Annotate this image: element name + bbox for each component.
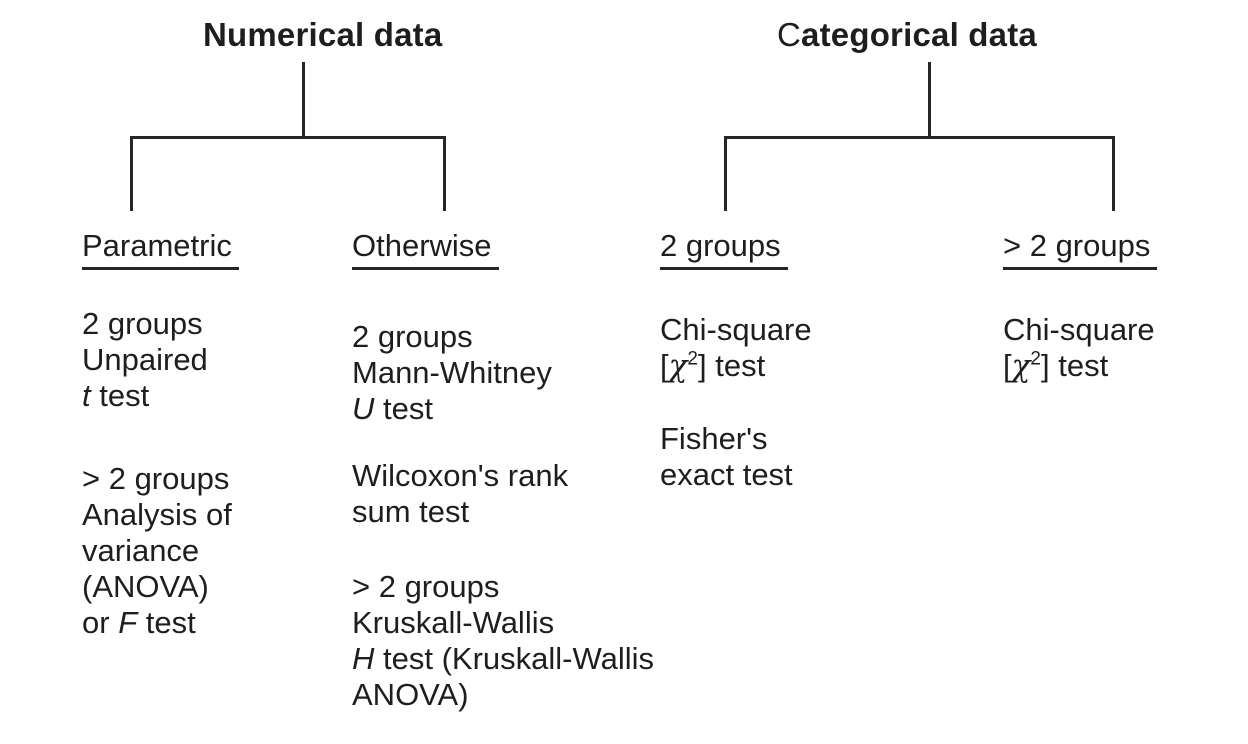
text-line: exact test (660, 457, 793, 492)
numerical-tree-left-drop-line (130, 136, 133, 211)
bracket-open: [ (1003, 348, 1012, 383)
otherwise-more-groups-block: > 2 groups Kruskall-Wallis H test (Krusk… (352, 569, 654, 713)
test-word: test (137, 605, 196, 640)
chi-square-notation-line: [χ2] test (660, 348, 812, 384)
more-groups-header: > 2 groups (1003, 228, 1158, 270)
categorical-tree-stem-line (928, 62, 931, 139)
fishers-exact-block: Fisher's exact test (660, 421, 793, 493)
text-line: > 2 groups (82, 461, 230, 496)
text-line: Fisher's (660, 421, 768, 456)
text-line: Chi-square (660, 312, 812, 347)
chi-symbol: χ (668, 348, 688, 384)
text-line: Chi-square (1003, 312, 1155, 347)
test-prefix: or (82, 605, 119, 640)
categorical-tree-branch-bar (724, 136, 1115, 139)
text-line: sum test (352, 494, 470, 529)
text-line: > 2 groups (352, 569, 500, 604)
text-line: (ANOVA) (82, 569, 209, 604)
two-groups-header: 2 groups (660, 228, 788, 270)
text-line: Analysis of (82, 497, 232, 532)
numerical-tree-right-drop-line (443, 136, 446, 211)
parametric-two-groups-block: 2 groups Unpaired t test (82, 306, 208, 414)
chi-square-notation-line: [χ2] test (1003, 348, 1155, 384)
text-line: ANOVA) (352, 677, 469, 712)
numerical-tree-branch-bar (130, 136, 446, 139)
parametric-header: Parametric (82, 228, 239, 270)
categorical-data-title: Categorical data (777, 18, 1037, 51)
text-line: Wilcoxon's rank (352, 458, 569, 493)
bracket-open: [ (660, 348, 669, 383)
parametric-more-groups-block: > 2 groups Analysis of variance (ANOVA) … (82, 461, 232, 641)
test-word: test (Kruskall-Wallis (374, 641, 654, 676)
h-test-line: H test (Kruskall-Wallis (352, 641, 654, 677)
numerical-tree-stem-line (302, 62, 305, 139)
test-letter: F (118, 605, 138, 640)
test-word: test (374, 391, 433, 426)
categorical-title-rest: ategorical data (801, 16, 1037, 53)
chi-symbol: χ (1011, 348, 1031, 384)
test-word: test (90, 378, 150, 413)
text-line: Unpaired (82, 342, 208, 377)
numerical-data-title: Numerical data (203, 16, 443, 53)
test-letter: H (352, 641, 375, 676)
text-line: Mann-Whitney (352, 355, 552, 390)
test-letter: t (82, 378, 91, 413)
chi-square-block-right: Chi-square [χ2] test (1003, 312, 1155, 384)
bracket-close: ] test (1041, 348, 1109, 383)
text-line: Kruskall-Wallis (352, 605, 555, 640)
otherwise-header: Otherwise (352, 228, 499, 270)
f-test-line: or F test (82, 605, 232, 641)
wilcoxon-block: Wilcoxon's rank sum test (352, 458, 568, 530)
chi-square-block: Chi-square [χ2] test (660, 312, 812, 384)
chi-exponent: 2 (1030, 348, 1041, 370)
categorical-tree-left-drop-line (724, 136, 727, 211)
categorical-tree-right-drop-line (1112, 136, 1115, 211)
bracket-close: ] test (698, 348, 766, 383)
otherwise-two-groups-block: 2 groups Mann-Whitney U test (352, 319, 552, 427)
categorical-title-prefix: C (777, 16, 802, 53)
u-test-line: U test (352, 391, 552, 427)
text-line: 2 groups (352, 319, 473, 354)
chi-exponent: 2 (687, 348, 698, 370)
t-test-line: t test (82, 378, 208, 414)
test-letter: U (352, 391, 375, 426)
text-line: variance (82, 533, 200, 568)
text-line: 2 groups (82, 306, 203, 341)
